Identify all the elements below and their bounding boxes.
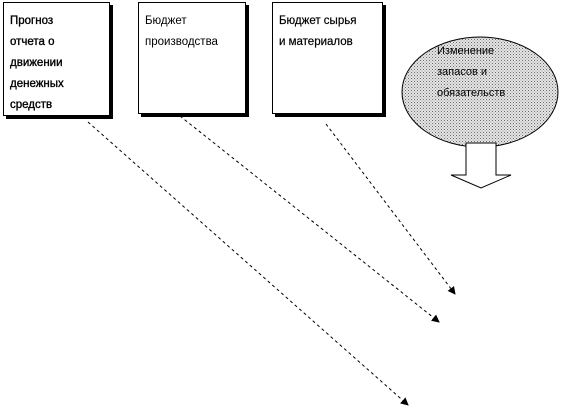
dashed-arrow-raw-materials xyxy=(325,123,456,295)
box-production-budget-label: Бюджет производства xyxy=(145,15,218,48)
box-raw-materials-budget-label: Бюджет сырья и материалов xyxy=(279,15,357,48)
box-cash-flow-forecast-label: Прогноз отчета о движении денежных средс… xyxy=(10,15,64,111)
dashed-arrow-production xyxy=(179,115,440,323)
block-arrow-down xyxy=(450,142,512,189)
oval-inventory-liabilities-label: Изменение запасов и обязательств xyxy=(437,45,506,99)
box-production-budget: Бюджет производства xyxy=(138,2,246,114)
box-raw-materials-budget: Бюджет сырья и материалов xyxy=(272,2,383,114)
box-cash-flow-forecast: Прогноз отчета о движении денежных средс… xyxy=(3,2,110,116)
dashed-arrow-cash-flow xyxy=(87,121,409,406)
